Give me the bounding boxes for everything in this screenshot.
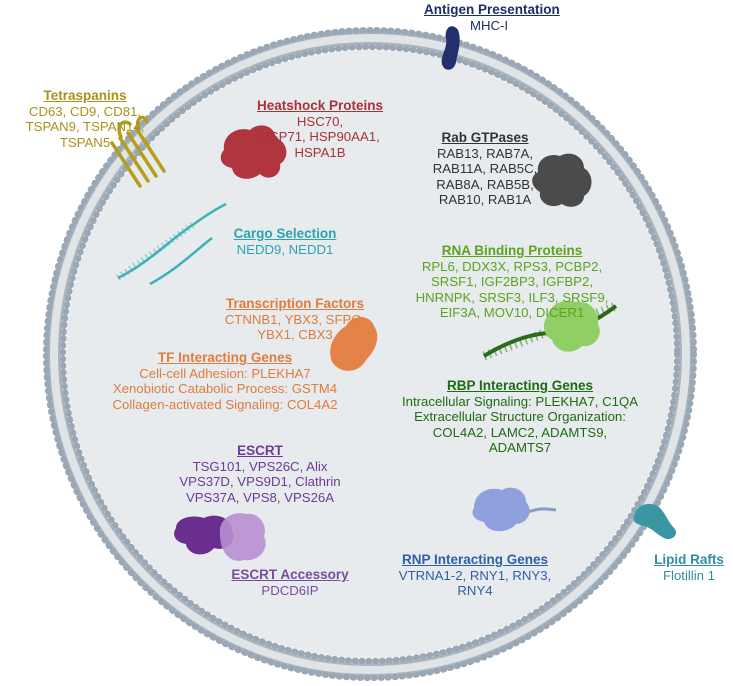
rbp-interacting-title: RBP Interacting Genes <box>446 378 594 393</box>
antigen-line: MHC-I <box>469 17 509 33</box>
rnp-line: VTRNA1-2, RNY1, RNY3, <box>398 567 552 583</box>
rbp-line: RPL6, DDX3X, RPS3, PCBP2, <box>421 258 603 274</box>
transcription-factor-protein-icon <box>330 317 378 371</box>
tetraspanins-line: CD63, CD9, CD81, <box>28 103 142 119</box>
escrt-accessory-line: PDCD6IP <box>261 582 319 598</box>
rna-binding-proteins-label: RNA Binding Proteins RPL6, DDX3X, RPS3, … <box>412 243 612 321</box>
cargo-title: Cargo Selection <box>233 226 337 241</box>
rbp-interacting-line: Intracellular Signaling: PLEKHA7, C1QA <box>401 393 639 409</box>
tf-interacting-line: Cell-cell Adhesion: PLEKHA7 <box>139 365 311 381</box>
rnp-complex-icon <box>472 487 557 532</box>
lipid-bilayer-membrane <box>43 27 697 681</box>
heatshock-line: HSPA1B <box>294 144 346 160</box>
lipid-rafts-title: Lipid Rafts <box>654 552 724 567</box>
antigen-presentation-title: Antigen Presentation <box>424 2 560 17</box>
antigen-presentation-label: Antigen Presentation MHC-I <box>424 2 560 33</box>
escrt-accessory-title: ESCRT Accessory <box>231 567 349 582</box>
tetraspanins-label: Tetraspanins CD63, CD9, CD81, TSPAN9, TS… <box>0 88 170 150</box>
tf-interacting-line: Xenobiotic Catabolic Process: GSTM4 <box>112 381 338 397</box>
rbp-title: RNA Binding Proteins <box>441 243 583 258</box>
flotillin-protein-icon <box>633 503 677 540</box>
tf-title: Transcription Factors <box>225 296 365 311</box>
mhc-i-protein-icon <box>441 26 460 70</box>
escrt-line: TSG101, VPS26C, Alix <box>192 458 328 474</box>
cargo-line: NEDD9, NEDD1 <box>236 241 334 257</box>
lipid-rafts-label: Lipid Rafts Flotillin 1 <box>645 552 733 583</box>
rbp-interacting-line: COL4A2, LAMC2, ADAMTS9, <box>432 424 608 440</box>
tetraspanins-line: TSPAN5 <box>59 134 111 150</box>
escrt-accessory-label: ESCRT Accessory PDCD6IP <box>225 567 355 598</box>
rab-line: RAB11A, RAB5C, <box>432 161 538 177</box>
rnp-line: RNY4 <box>457 583 493 599</box>
rab-line: RAB13, RAB7A, <box>436 145 534 161</box>
lipid-rafts-line: Flotillin 1 <box>662 567 716 583</box>
tf-interacting-title: TF Interacting Genes <box>157 350 293 365</box>
rnp-interacting-genes-label: RNP Interacting Genes VTRNA1-2, RNY1, RN… <box>385 552 565 599</box>
rbp-interacting-line: Extracellular Structure Organization: <box>414 409 626 425</box>
tf-interacting-line: Collagen-activated Signaling: COL4A2 <box>112 396 338 412</box>
rbp-interacting-genes-label: RBP Interacting Genes Intracellular Sign… <box>390 378 650 456</box>
rbp-line: HNRNPK, SRSF3, ILF3, SRSF9, <box>415 289 609 305</box>
heatshock-title: Heatshock Proteins <box>256 98 384 113</box>
rab-line: RAB8A, RAB5B, <box>436 176 534 192</box>
rna-binding-protein-icon <box>482 300 618 361</box>
rbp-line: EIF3A, MOV10, DICER1 <box>439 305 585 321</box>
rab-gtpase-protein-icon <box>532 153 592 207</box>
cargo-selection-strand-icon <box>115 202 227 286</box>
rnp-title: RNP Interacting Genes <box>401 552 549 567</box>
tetraspanins-title: Tetraspanins <box>43 88 127 103</box>
rbp-line: SRSF1, IGF2BP3, IGFBP2, <box>431 274 593 290</box>
heatshock-proteins-label: Heatshock Proteins HSC70, HSP71, HSP90AA… <box>255 98 385 160</box>
rab-line: RAB10, RAB1A <box>438 192 532 208</box>
heatshock-line: HSP71, HSP90AA1, <box>260 129 380 145</box>
cargo-selection-label: Cargo Selection NEDD9, NEDD1 <box>225 226 345 257</box>
escrt-title: ESCRT <box>237 443 283 458</box>
tetraspanin-protein-icon <box>110 115 166 188</box>
rbp-interacting-line: ADAMTS7 <box>488 440 552 456</box>
heatshock-line: HSC70, <box>296 113 344 129</box>
escrt-label: ESCRT TSG101, VPS26C, Alix VPS37D, VPS9D… <box>170 443 350 505</box>
heatshock-protein-icon <box>220 125 287 179</box>
tf-line: CTNNB1, YBX3, SFPQ, <box>224 311 366 327</box>
escrt-line: VPS37D, VPS9D1, Clathrin <box>179 474 341 490</box>
escrt-complex-icon <box>174 513 266 561</box>
tf-line: YBX1, CBX3 <box>257 327 333 343</box>
tf-interacting-genes-label: TF Interacting Genes Cell-cell Adhesion:… <box>100 350 350 412</box>
transcription-factors-label: Transcription Factors CTNNB1, YBX3, SFPQ… <box>215 296 375 343</box>
escrt-line: VPS37A, VPS8, VPS26A <box>185 489 335 505</box>
rab-title: Rab GTPases <box>441 130 529 145</box>
rab-gtpases-label: Rab GTPases RAB13, RAB7A, RAB11A, RAB5C,… <box>425 130 545 208</box>
tetraspanins-line: TSPAN9, TSPAN14, <box>25 119 145 135</box>
